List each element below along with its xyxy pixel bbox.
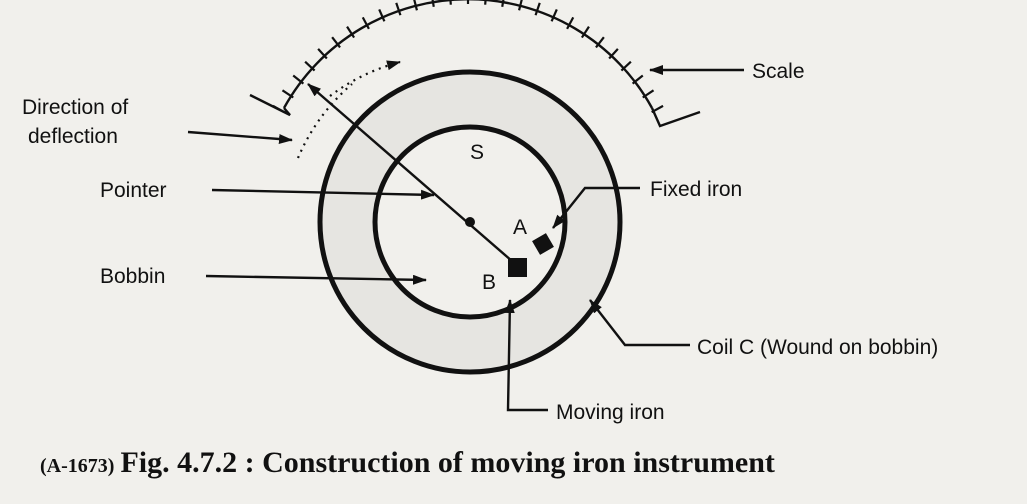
pointer-pivot	[465, 217, 475, 227]
scale-tick	[484, 0, 487, 5]
bobbin-leader	[205, 274, 427, 285]
label-direction-line2: deflection	[28, 125, 118, 148]
letter-b: B	[482, 271, 496, 294]
deflection-arc-inner	[296, 83, 353, 159]
scale-tick	[620, 60, 632, 72]
scale-tick	[566, 16, 575, 30]
letter-a: A	[513, 216, 527, 239]
scale-tick	[449, 0, 452, 5]
scale-tick	[413, 0, 418, 11]
scale-tick	[534, 2, 541, 16]
label-pointer: Pointer	[100, 179, 167, 202]
label-moving-iron: Moving iron	[556, 401, 665, 424]
label-coil: Coil C (Wound on bobbin)	[697, 336, 938, 359]
caption-code: (A-1673)	[40, 455, 114, 477]
caption-text: Fig. 4.7.2 : Construction of moving iron…	[120, 446, 774, 479]
scale-tick	[317, 48, 328, 60]
scale-ticks	[272, 0, 664, 114]
label-fixed-iron: Fixed iron	[650, 178, 742, 201]
pointer	[307, 83, 521, 269]
scale-tick	[518, 0, 523, 11]
scale-tick	[304, 60, 316, 72]
deflection-arc-outer	[329, 60, 401, 97]
scale-tick	[608, 48, 619, 60]
scale-tick	[631, 74, 644, 85]
scale-tick	[281, 89, 294, 99]
fixed-iron-leader	[552, 186, 640, 229]
moving-iron-piece	[508, 258, 527, 277]
scale-tick	[595, 36, 605, 49]
figure-caption: (A-1673) Fig. 4.7.2 : Construction of mov…	[40, 446, 775, 479]
scale-tick	[580, 26, 590, 39]
label-bobbin: Bobbin	[100, 265, 165, 288]
fixed-iron-piece	[532, 233, 554, 255]
scale-tick	[395, 2, 402, 16]
scale-tick	[292, 74, 305, 85]
scale-tick	[550, 8, 558, 22]
scale-end-left	[249, 93, 291, 117]
pointer-leader	[211, 188, 435, 200]
moving-iron-leader	[504, 299, 548, 412]
scale-tick	[331, 36, 341, 49]
coil-leader	[589, 299, 690, 347]
scale-tick	[501, 0, 505, 7]
scale-tick	[378, 8, 386, 22]
scale-tick	[642, 89, 655, 99]
pointer-shaft	[307, 83, 521, 269]
direction-leader	[187, 130, 293, 144]
label-scale: Scale	[752, 60, 805, 83]
scale-tick	[431, 0, 435, 7]
scale	[249, 0, 701, 128]
label-direction-line1: Direction of	[22, 96, 128, 119]
scale-end-right	[650, 107, 701, 128]
scale-tick	[346, 26, 356, 39]
letter-s: S	[470, 141, 484, 164]
scale-tick	[361, 16, 370, 30]
